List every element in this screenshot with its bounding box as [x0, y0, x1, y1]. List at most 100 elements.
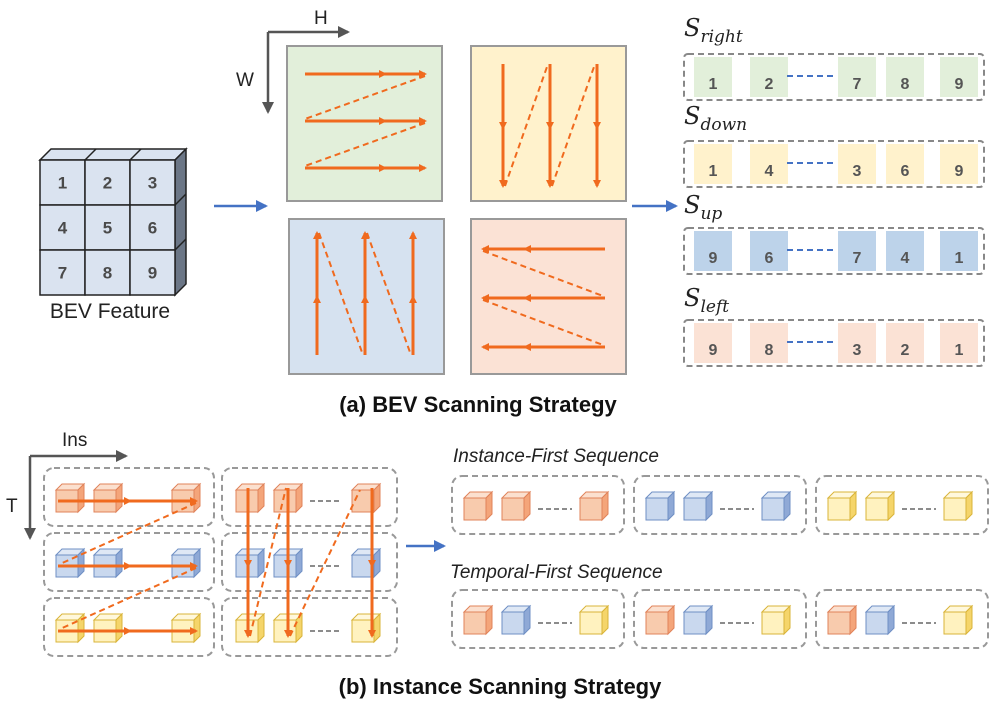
cube-yellow — [54, 612, 86, 644]
sequence-cell-label: 7 — [853, 250, 862, 267]
temporal-first-return — [249, 487, 287, 637]
sequence-cell — [886, 231, 924, 271]
sequence-cell-label: 8 — [901, 76, 910, 93]
sequence-cell — [940, 323, 978, 363]
cube-cell-label: 4 — [58, 219, 68, 238]
sequence-cell — [694, 231, 732, 271]
cube-blue — [864, 604, 896, 636]
sequence-cell — [694, 57, 732, 97]
sequence-cell-label: 2 — [765, 76, 774, 93]
cube-cell-label: 1 — [58, 174, 67, 193]
sequence-cell — [940, 144, 978, 184]
quadrant-box — [286, 45, 443, 202]
cube-top-edge — [129, 148, 142, 161]
cube-yellow — [350, 612, 382, 644]
cube-yellow — [942, 604, 974, 636]
sequence-box — [683, 227, 985, 275]
sequence-cell — [838, 144, 876, 184]
cube-cell — [129, 204, 176, 251]
sequence-cell — [838, 323, 876, 363]
cube-orange — [644, 604, 676, 636]
sequence-cell-label: 6 — [901, 163, 910, 180]
instance-row-box — [221, 467, 398, 527]
sequence-cell-label: 4 — [901, 250, 910, 267]
sequence-cell — [750, 231, 788, 271]
axis-h-label: H — [314, 8, 328, 29]
hw-axes — [262, 26, 350, 114]
cube-cell — [129, 249, 176, 296]
cube-blue — [54, 547, 86, 579]
sequence-cell — [886, 57, 924, 97]
cube-front — [827, 497, 851, 521]
cube-yellow — [826, 490, 858, 522]
cube-yellow — [942, 490, 974, 522]
sequence-label: Sup — [684, 191, 722, 224]
cube-orange — [578, 490, 610, 522]
cube-front — [761, 611, 785, 635]
sequence-group-box — [815, 589, 989, 649]
cube-cell-label: 2 — [103, 174, 112, 193]
sequence-box — [683, 319, 985, 367]
scan-return — [318, 232, 364, 356]
cube-side-edge — [174, 238, 187, 251]
sequence-label: Sdown — [684, 102, 747, 135]
sequence-cell-label: 4 — [765, 163, 774, 180]
cube-front — [943, 611, 967, 635]
temporal-first-group — [633, 589, 807, 649]
instance-row — [43, 467, 215, 527]
axis-ins-label: Ins — [62, 430, 87, 451]
scan-return — [304, 75, 426, 120]
temporal-first-label: Temporal-First Sequence — [450, 562, 663, 583]
cube-blue — [682, 490, 714, 522]
sequence-group-box — [633, 589, 807, 649]
sequence-cell-label: 1 — [955, 342, 964, 359]
sequence-cell-label: 9 — [955, 76, 964, 93]
scan-return — [366, 232, 412, 356]
cube-top-edge — [84, 148, 97, 161]
scan-quadrant-right — [286, 45, 443, 202]
cube-front — [943, 497, 967, 521]
cube-cell-label: 5 — [103, 219, 112, 238]
sequence-cell — [694, 144, 732, 184]
cube-blue — [500, 604, 532, 636]
cube-yellow — [578, 604, 610, 636]
instance-grids — [43, 467, 398, 657]
cube-front — [761, 497, 785, 521]
scan-return — [304, 122, 426, 167]
sequence-cell — [886, 323, 924, 363]
cube-yellow — [170, 612, 202, 644]
sequence-group-box — [451, 589, 625, 649]
cube-front — [501, 611, 525, 635]
ins-t-axes — [24, 450, 128, 540]
caption-b: (b) Instance Scanning Strategy — [339, 674, 662, 699]
scan-return — [482, 299, 604, 346]
instance-row-box — [43, 467, 215, 527]
cube-cell — [129, 159, 176, 206]
cube-cell-label: 7 — [58, 264, 67, 283]
sequence-group-box — [633, 475, 807, 535]
sequence-cell — [750, 323, 788, 363]
sequence-cell-label: 7 — [853, 76, 862, 93]
cube-cell-label: 3 — [148, 174, 157, 193]
instance-sequences — [451, 475, 989, 649]
axis-t-label: T — [6, 496, 18, 517]
sequence-cell-label: 9 — [955, 163, 964, 180]
scan-quadrants — [286, 45, 627, 375]
cube-front — [463, 611, 487, 635]
cube-cell-label: 9 — [148, 264, 157, 283]
cube-orange — [462, 604, 494, 636]
cube-top-face — [38, 148, 188, 161]
sequence-label: Sleft — [684, 284, 729, 317]
cube-front — [579, 497, 603, 521]
sequence-cell — [940, 57, 978, 97]
cube-front — [273, 554, 297, 578]
sequence-cell-label: 3 — [853, 163, 862, 180]
cube-orange — [272, 482, 304, 514]
cube-front — [273, 489, 297, 513]
instance-row-box — [221, 597, 398, 657]
